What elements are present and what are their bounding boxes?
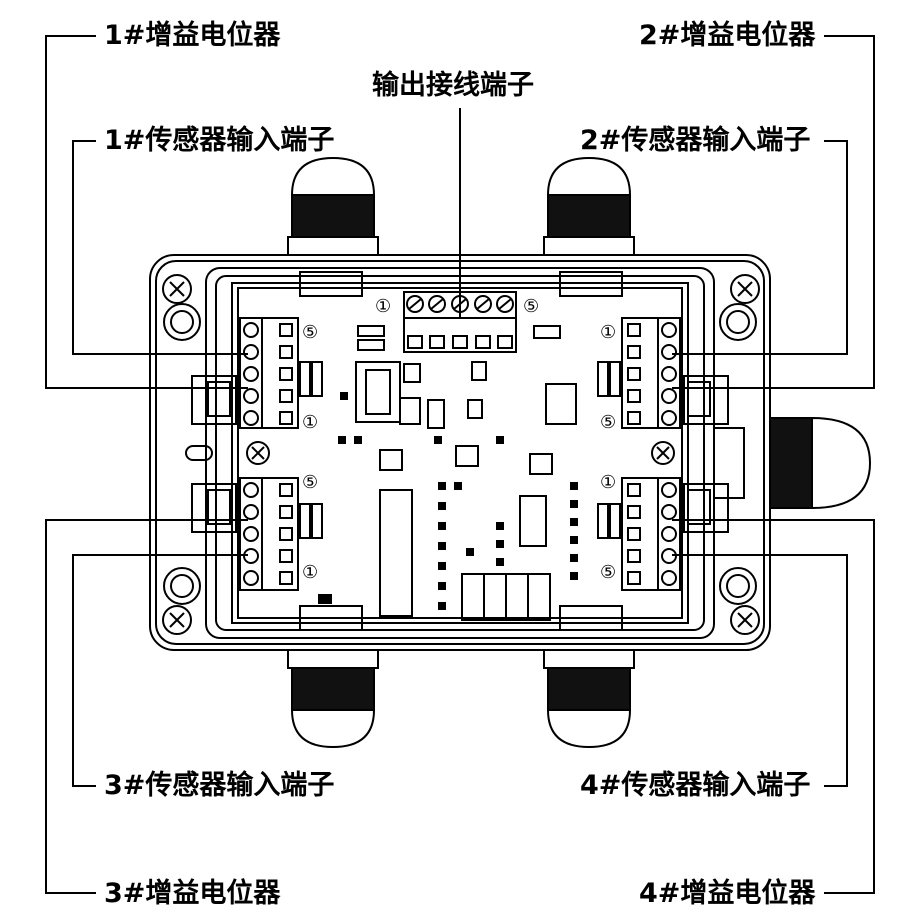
sensor-terminal-3 [239, 477, 299, 591]
cable-gland-right [713, 416, 872, 510]
pin-mark-s1-5: ⑤ [302, 322, 318, 343]
sensor-terminal-1 [239, 317, 299, 429]
pin-mark-s3-5: ⑤ [302, 472, 318, 493]
label-gain-pot-1: 1#增益电位器 [104, 20, 281, 51]
label-sensor-in-1: 1#传感器输入端子 [104, 125, 335, 156]
ics [355, 361, 577, 617]
cable-gland-bottom-left [287, 605, 379, 749]
label-gain-pot-4: 4#增益电位器 [639, 878, 816, 909]
pin-mark-output-5: ⑤ [523, 296, 539, 317]
corner-holes [163, 303, 757, 605]
pin-mark-s4-1: ① [600, 472, 616, 493]
sensor-terminal-4 [621, 477, 681, 591]
preset-pots [461, 573, 551, 621]
label-sensor-in-4: 4#传感器输入端子 [580, 770, 811, 801]
pin-mark-s2-1: ① [600, 322, 616, 343]
cable-gland-top-left [287, 156, 379, 297]
cable-gland-top-right [543, 156, 635, 297]
enclosure [149, 254, 771, 651]
label-sensor-in-2: 2#传感器输入端子 [580, 125, 811, 156]
small-parts [318, 392, 578, 610]
sensor-terminal-2 [621, 317, 681, 429]
label-gain-pot-2: 2#增益电位器 [639, 20, 816, 51]
pin-mark-s4-5: ⑤ [600, 562, 616, 583]
pin-mark-s2-5: ⑤ [600, 412, 616, 433]
pin-marks: ① ⑤ ⑤ ① ① ⑤ ⑤ ① ① ⑤ [302, 296, 616, 583]
pin-mark-output-1: ① [375, 296, 391, 317]
label-output-terminal: 输出接线端子 [372, 70, 534, 101]
gain-potentiometers [185, 375, 729, 533]
output-terminal-block [403, 291, 517, 353]
pin-mark-s1-1: ① [302, 412, 318, 433]
cable-gland-bottom-right [543, 605, 635, 749]
label-sensor-in-3: 3#传感器输入端子 [104, 770, 335, 801]
corner-screws [162, 274, 760, 635]
label-gain-pot-3: 3#增益电位器 [104, 878, 281, 909]
leader-lines [45, 35, 875, 894]
resistors [299, 325, 621, 539]
pin-mark-s3-1: ① [302, 562, 318, 583]
